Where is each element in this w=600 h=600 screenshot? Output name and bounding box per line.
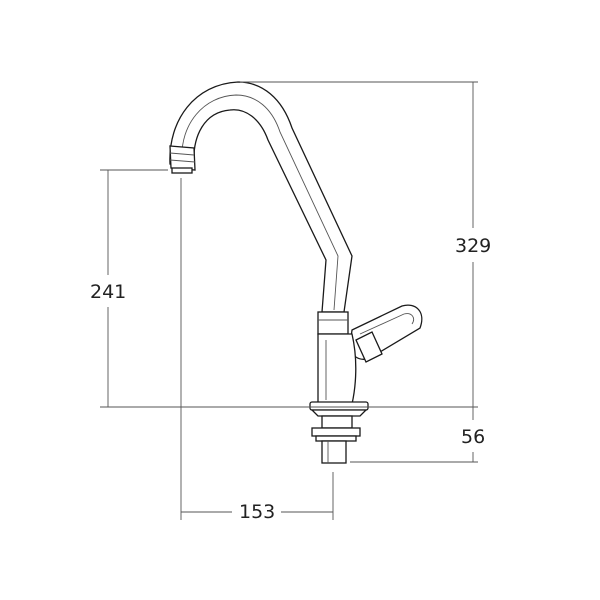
dim-label-153: 153 [239, 501, 275, 523]
spout-highlight [181, 94, 339, 311]
base-flange [309, 401, 369, 411]
valve-body [317, 333, 357, 405]
dim-label-56: 56 [461, 426, 485, 448]
nozzle-tip [171, 167, 193, 174]
washer [315, 435, 357, 442]
shank-upper [321, 415, 353, 429]
lever-cap [355, 331, 383, 363]
lever-inner [359, 313, 415, 335]
shank-lower [321, 440, 347, 464]
spout-nozzle [169, 145, 196, 171]
nozzle-ring-1 [169, 152, 195, 156]
dimension-lines [100, 81, 478, 520]
spout-tube [169, 81, 353, 313]
faucet [169, 81, 423, 464]
body-collar [317, 311, 349, 335]
dim-label-241: 241 [90, 281, 126, 303]
dim-label-329: 329 [455, 235, 491, 257]
base-flange-lower [310, 409, 368, 417]
lock-nut [311, 427, 361, 437]
nozzle-ring-2 [169, 159, 196, 163]
